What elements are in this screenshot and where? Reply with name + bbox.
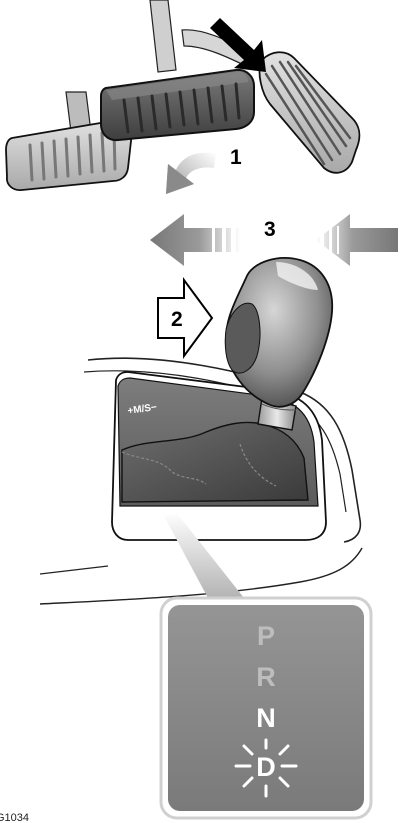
selector-display: P R N D [161,598,371,818]
release-curved-arrow [166,153,216,194]
display-letter-n: N [256,703,276,733]
step-3-label: 3 [264,218,276,241]
display-letter-d-active: D [256,752,276,782]
right-arrow [316,214,398,266]
step-1-label: 1 [230,146,242,169]
gate-letter-n: N [149,511,159,518]
brake-pedal-arm [150,0,176,72]
accelerator-pedal [260,52,360,173]
press-brake-arrow [204,12,266,72]
brake-pedal [101,70,254,140]
pedal-assembly: 1 [6,0,359,194]
step-2-label: 2 [171,308,183,331]
gate-letter-p: P [125,511,135,517]
push-lever-arrow: 2 [158,280,212,356]
figure-reference: G1034 [0,812,29,823]
display-letter-p: P [257,621,275,651]
gate-letter-r: R [137,510,147,517]
display-letter-r: R [256,662,276,692]
left-arrow [150,214,240,266]
